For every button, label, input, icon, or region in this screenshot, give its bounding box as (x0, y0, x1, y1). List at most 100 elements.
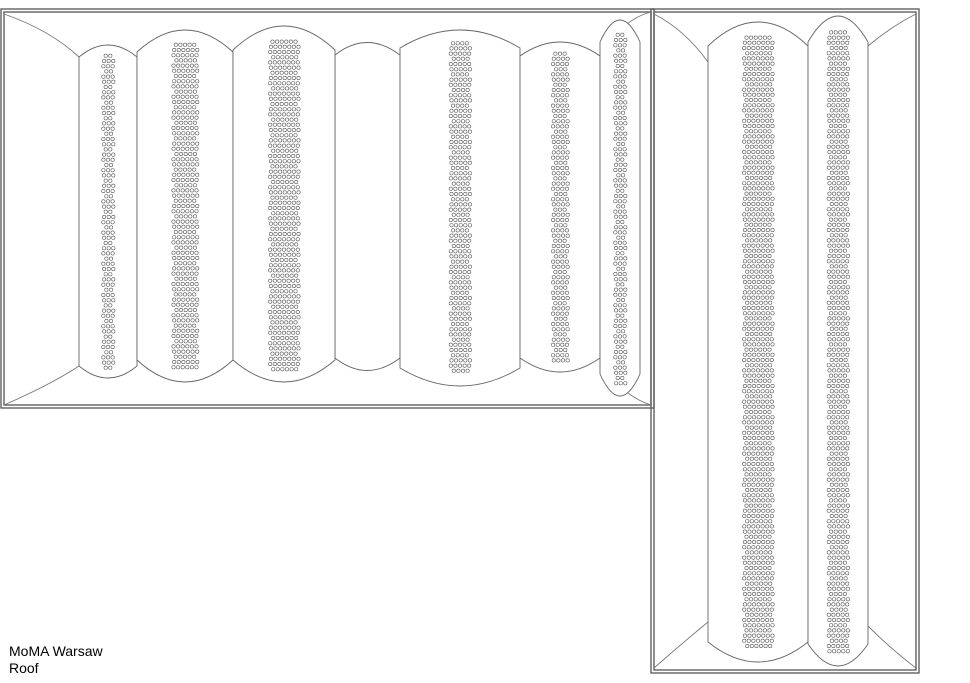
perforation (273, 283, 278, 288)
perforation (745, 643, 750, 648)
perforation (769, 389, 774, 394)
perforation (453, 332, 458, 337)
perforation (564, 218, 569, 223)
perforation (845, 425, 850, 430)
perforation (288, 70, 293, 75)
perforation (833, 61, 838, 66)
perforation (756, 560, 761, 565)
perforation (742, 342, 747, 347)
perforation (268, 263, 273, 268)
perforation (467, 264, 472, 269)
perforation (195, 193, 200, 198)
perforation (623, 194, 628, 199)
perforation (457, 269, 462, 274)
perforation (102, 360, 107, 365)
perforation (761, 467, 766, 472)
perforation (765, 103, 770, 108)
perforation (843, 202, 848, 207)
perforation (755, 56, 760, 61)
perforation (451, 259, 456, 264)
perforation (615, 188, 620, 193)
perforation (767, 503, 772, 508)
perforation (751, 399, 756, 404)
perforation (277, 112, 282, 117)
perforation (562, 332, 567, 337)
perforation (841, 160, 846, 165)
perforation (560, 186, 565, 191)
perforation (295, 91, 300, 96)
perforation (460, 41, 465, 46)
perforation (287, 159, 292, 164)
perforation (102, 79, 107, 84)
perforation (845, 352, 850, 357)
perforation (109, 194, 114, 199)
perforation (195, 297, 200, 302)
perforation (268, 122, 273, 127)
perforation (838, 295, 843, 300)
perforation (618, 162, 623, 167)
perforation (622, 271, 627, 276)
perforation (172, 224, 177, 229)
perforation (280, 242, 285, 247)
perforation (831, 259, 836, 264)
perforation (551, 181, 556, 186)
perforation (622, 147, 627, 152)
perforation (562, 301, 567, 306)
perforation (835, 72, 840, 77)
perforation (762, 441, 767, 446)
perforation (760, 368, 765, 373)
perforation (296, 283, 301, 288)
perforation (280, 148, 285, 153)
perforation (181, 47, 186, 52)
perforation (826, 425, 831, 430)
perforation (268, 65, 273, 70)
band-5-outline (519, 41, 601, 373)
perforation (449, 192, 454, 197)
perforation (281, 81, 286, 86)
perforation (176, 302, 181, 307)
perforation (826, 290, 831, 295)
perforation (756, 404, 761, 409)
perforation (840, 477, 845, 482)
perforation (770, 134, 775, 139)
perforation (615, 344, 620, 349)
perforation (744, 191, 749, 196)
perforation (286, 361, 291, 366)
perforation (755, 118, 760, 123)
perforation (838, 264, 843, 269)
perforation (826, 207, 831, 212)
perforation (826, 269, 831, 274)
perforation (176, 110, 181, 115)
perforation (467, 93, 472, 98)
perforation (195, 47, 200, 52)
perforation (287, 325, 292, 330)
perforation (273, 169, 278, 174)
perforation (194, 146, 199, 151)
perforation (827, 493, 832, 498)
perforation (282, 283, 287, 288)
perforation (172, 162, 177, 167)
perforation (845, 508, 850, 513)
perforation (768, 113, 773, 118)
perforation (835, 103, 840, 108)
perforation (752, 435, 757, 440)
perforation (562, 176, 567, 181)
perforation (181, 172, 186, 177)
perforation (555, 259, 560, 264)
perforation (751, 45, 756, 50)
perforation (841, 649, 846, 654)
perforation (293, 320, 298, 325)
perforation (745, 425, 750, 430)
perforation (761, 290, 766, 295)
perforation (832, 56, 837, 61)
perforation (565, 181, 570, 186)
perforation (755, 357, 760, 362)
perforation (742, 357, 747, 362)
perforation (845, 300, 850, 305)
perforation (268, 232, 273, 237)
perforation (617, 53, 622, 58)
perforation (171, 209, 176, 214)
perforation (287, 107, 292, 112)
perforation (838, 435, 843, 440)
perforation (189, 84, 194, 89)
